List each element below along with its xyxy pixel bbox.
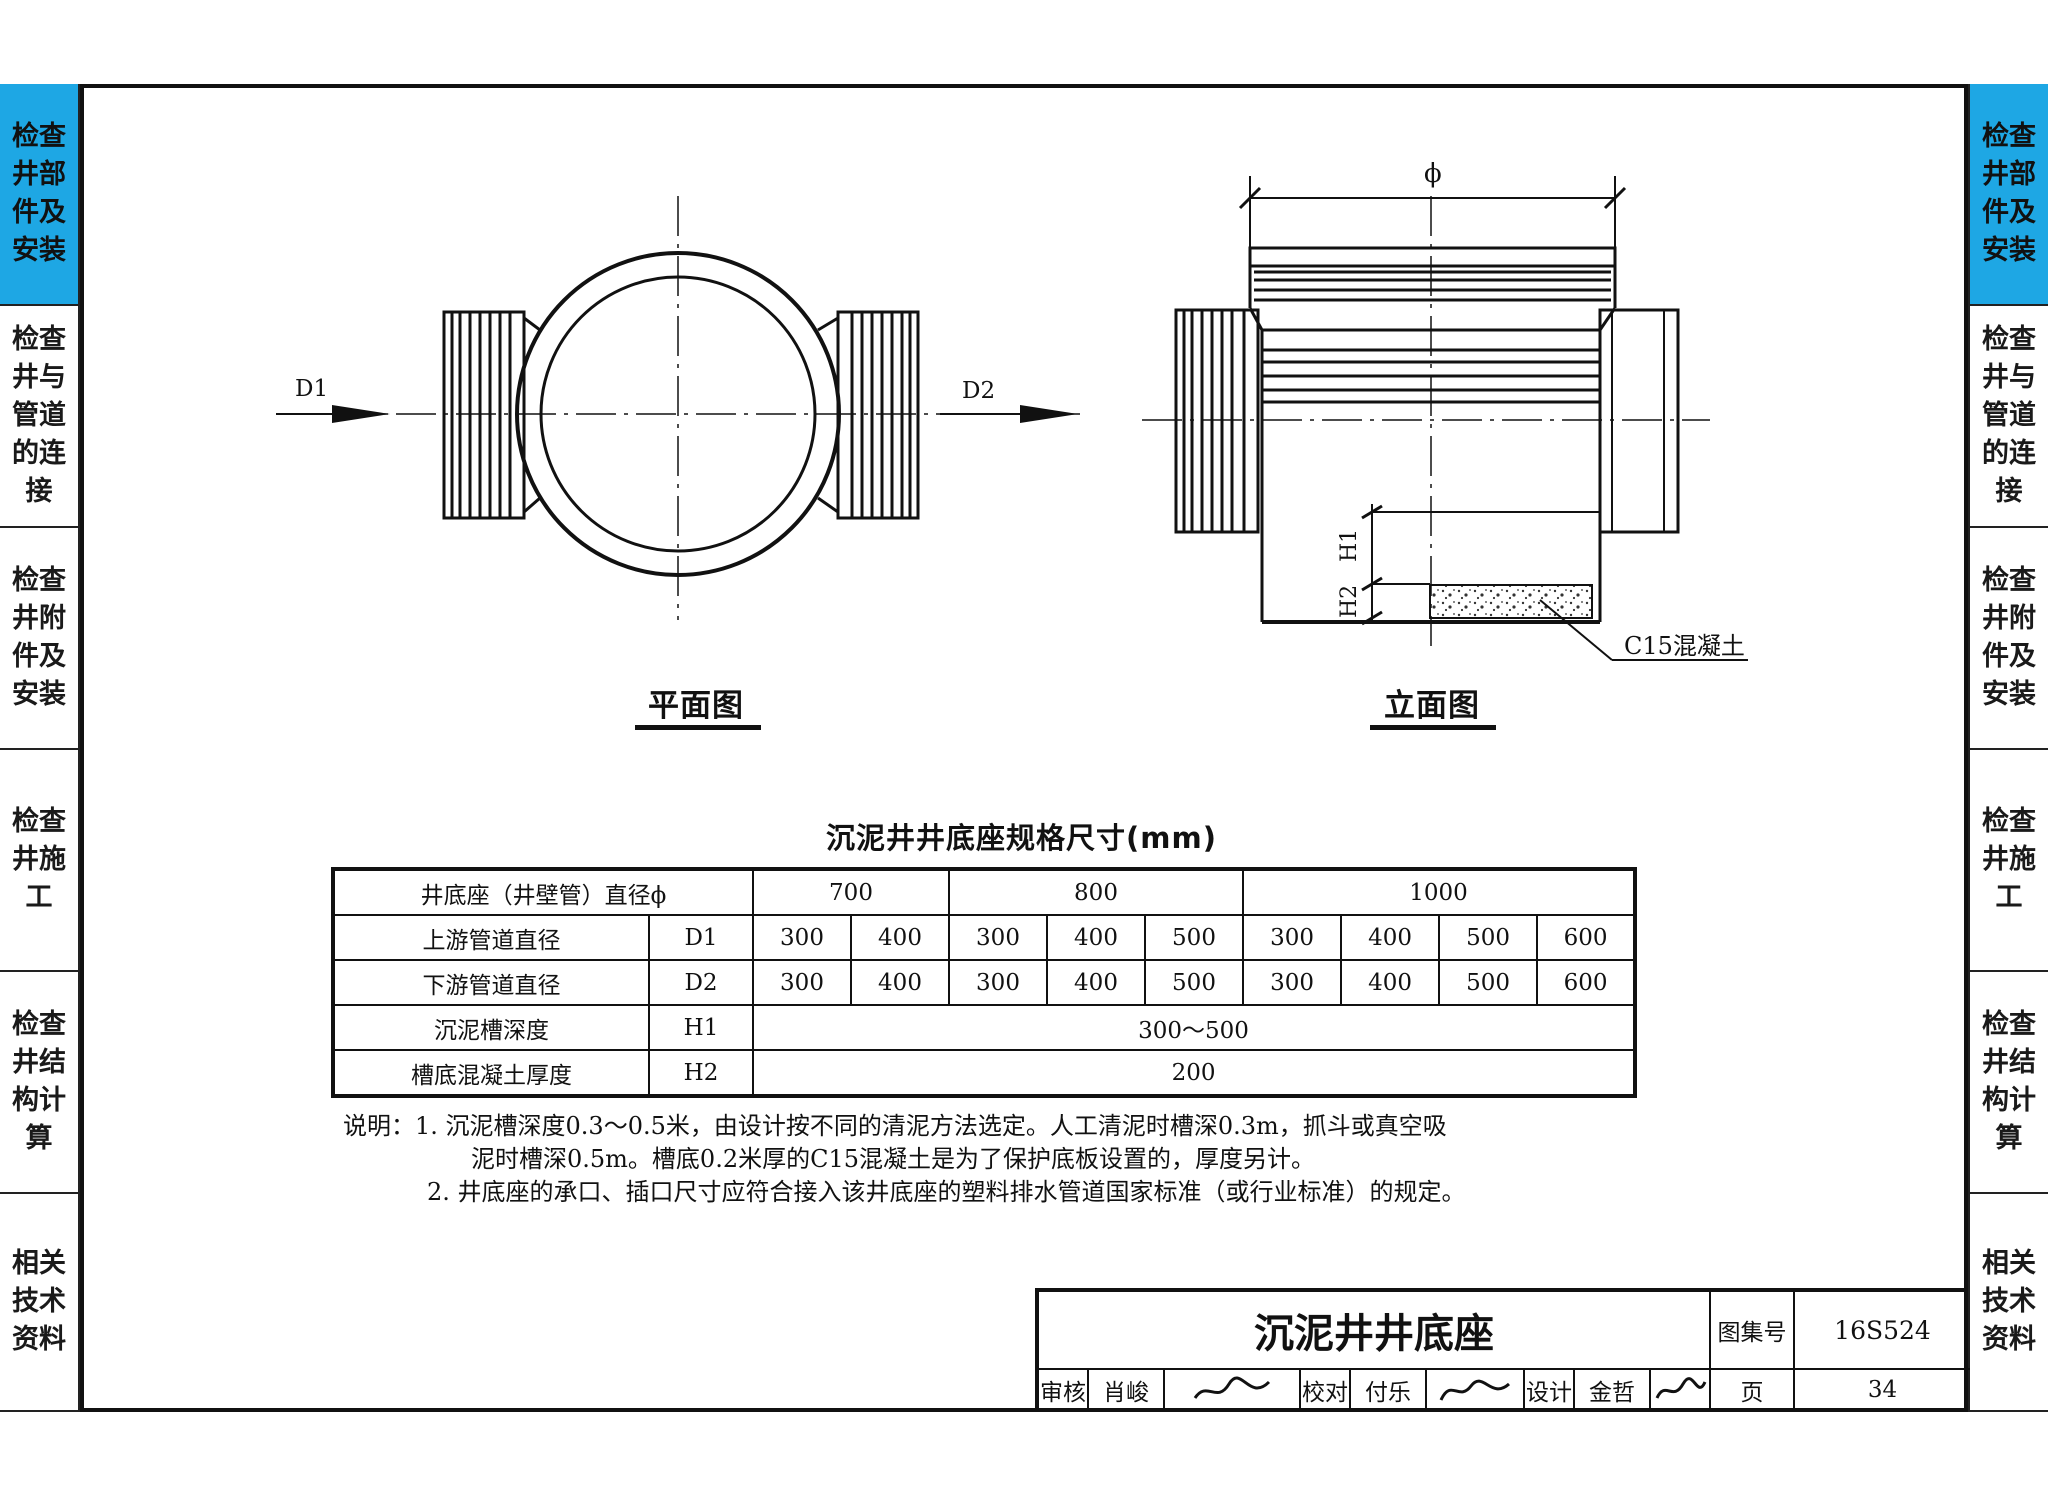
atlas-label: 图集号 [1711,1292,1795,1370]
table-cell: 下游管道直径 [332,959,650,1006]
plan-view-title-underline [635,725,761,730]
elevation-view-title-underline [1370,725,1496,730]
atlas-number: 16S524 [1795,1292,1970,1370]
reviewer-signature [1165,1370,1301,1410]
sidebar-tab-components[interactable]: 检查井部件及安装 [0,84,80,306]
table-cell: 300 [1242,914,1343,961]
table-cell: 400 [1046,914,1146,961]
table-row-diameter: 井底座（井壁管）直径ϕ 700 800 1000 [332,868,1637,916]
table-cell: 400 [1340,959,1441,1006]
table-row-d1: 上游管道直径 D1 300 400 300 400 500 300 400 50… [332,914,1637,961]
sidebar-tab-accessories[interactable]: 检查井附件及安装 [0,528,80,750]
sidebar-tab-accessories-right[interactable]: 检查井附件及安装 [1968,528,2048,750]
sidebar-tab-construction-right[interactable]: 检查井施工 [1968,750,2048,972]
table-cell: 上游管道直径 [332,914,650,961]
table-cell: 500 [1438,914,1539,961]
notes: 说明：1. 沉泥槽深度0.3～0.5米，由设计按不同的清泥方法选定。人工清泥时槽… [343,1110,1466,1209]
table-row-h2: 槽底混凝土厚度 H2 200 [332,1049,1637,1097]
table-row-d2: 下游管道直径 D2 300 400 300 400 500 300 400 50… [332,959,1637,1006]
designer-signature [1651,1370,1711,1410]
table-cell: 400 [1340,914,1441,961]
table-header-label: 井底座（井壁管）直径ϕ [332,868,754,916]
table-cell: 300 [948,959,1048,1006]
notes-prefix: 说明： [343,1112,415,1140]
title-block: 沉泥井井底座 图集号 16S524 审核 肖峻 校对 付乐 设计 金哲 页 34 [1035,1288,1970,1410]
checker-name: 付乐 [1351,1370,1427,1410]
table-title: 沉泥井井底座规格尺寸(mm) [826,821,1217,855]
page-label: 页 [1711,1370,1795,1410]
sidebar-tab-pipe-connection[interactable]: 检查井与管道的连接 [0,306,80,528]
sidebar-tab-structural-calc-right[interactable]: 检查井结构计算 [1968,972,2048,1194]
table-cell: 槽底混凝土厚度 [332,1049,650,1097]
sidebar-tab-structural-calc[interactable]: 检查井结构计算 [0,972,80,1194]
sidebar-tab-technical-data-right[interactable]: 相关技术资料 [1968,1194,2048,1412]
notes-line-2: 泥时槽深0.5m。槽底0.2米厚的C15混凝土是为了保护底板设置的，厚度另计。 [471,1145,1315,1173]
plan-view-title: 平面图 [648,688,744,724]
table-cell: 600 [1536,914,1637,961]
table-cell: H1 [648,1004,754,1051]
notes-text: 1. 沉泥槽深度0.3～0.5米，由设计按不同的清泥方法选定。人工清泥时槽深0.… [415,1112,1447,1140]
elevation-view-title: 立面图 [1384,688,1480,724]
table-cell: H2 [648,1049,754,1097]
table-cell: 400 [1046,959,1146,1006]
checker-signature [1427,1370,1525,1410]
reviewer-name: 肖峻 [1089,1370,1165,1410]
spec-table: 井底座（井壁管）直径ϕ 700 800 1000 上游管道直径 D1 300 4… [331,867,1638,1098]
sidebar-tab-components-right[interactable]: 检查井部件及安装 [1968,84,2048,306]
sidebar-tab-pipe-connection-right[interactable]: 检查井与管道的连接 [1968,306,2048,528]
table-cell: 沉泥槽深度 [332,1004,650,1051]
table-cell: 300 [752,914,852,961]
table-cell: 200 [751,1049,1637,1097]
page-number: 34 [1867,1377,1898,1403]
notes-line-1: 说明：1. 沉泥槽深度0.3～0.5米，由设计按不同的清泥方法选定。人工清泥时槽… [343,1110,1466,1143]
table-cell: 300 [948,914,1048,961]
sidebar-tab-technical-data[interactable]: 相关技术资料 [0,1194,80,1412]
drawing-title: 沉泥井井底座 [1039,1292,1711,1370]
review-label: 审核 [1039,1370,1089,1410]
notes-line-3: 2. 井底座的承口、插口尺寸应符合接入该井底座的塑料排水管道国家标准（或行业标准… [427,1178,1466,1206]
table-cell: 800 [947,868,1245,916]
table-cell: 700 [752,868,950,916]
drawing-frame [80,84,1968,1412]
table-cell: 300～500 [751,1004,1637,1051]
table-cell: 500 [1438,959,1539,1006]
table-cell: 300 [1242,959,1343,1006]
table-cell: 600 [1536,959,1637,1006]
table-cell: 500 [1143,914,1245,961]
table-cell: 1000 [1242,868,1637,916]
table-cell: 500 [1143,959,1245,1006]
check-label: 校对 [1301,1370,1351,1410]
designer-name: 金哲 [1575,1370,1651,1410]
table-cell: D1 [648,914,754,961]
table-row-h1: 沉泥槽深度 H1 300～500 [332,1004,1637,1051]
table-cell: 400 [850,914,950,961]
table-cell: 300 [752,959,852,1006]
design-label: 设计 [1525,1370,1575,1410]
table-cell: D2 [648,959,754,1006]
table-cell: 400 [850,959,950,1006]
sidebar-tab-construction[interactable]: 检查井施工 [0,750,80,972]
